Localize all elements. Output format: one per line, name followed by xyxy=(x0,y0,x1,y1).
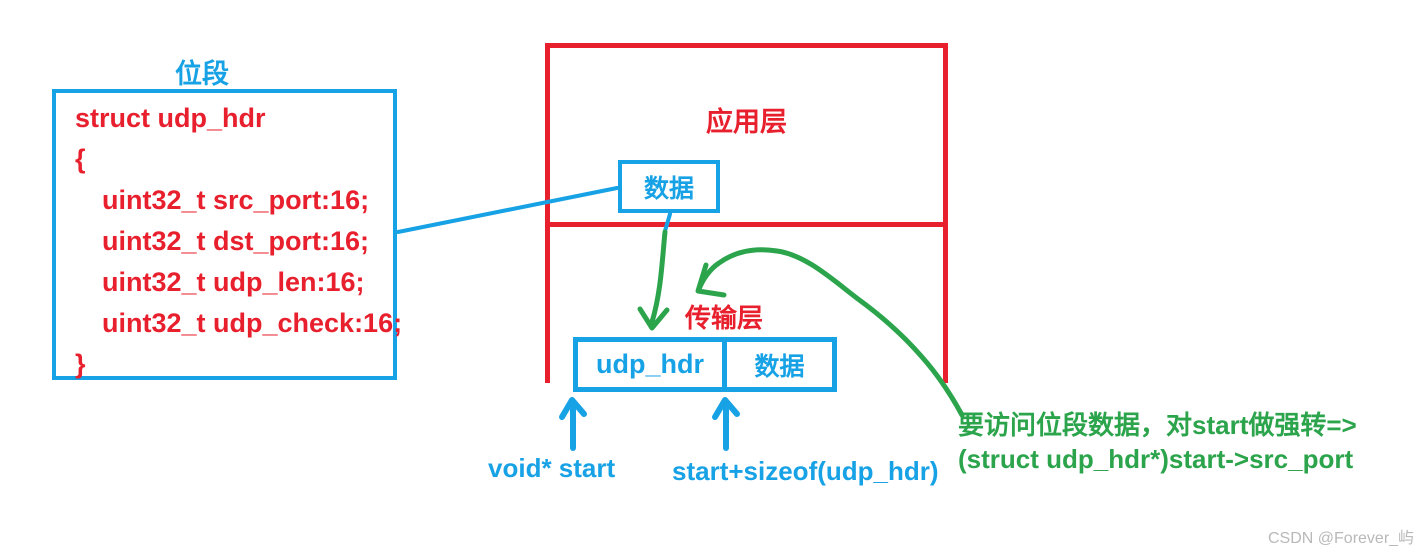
code-line: { xyxy=(75,144,86,174)
offset-pointer-arrow xyxy=(712,397,740,451)
transport-layer-left-border xyxy=(545,227,550,383)
cast-note-line1: 要访问位段数据，对start做强转=> xyxy=(958,410,1357,440)
code-line: uint32_t udp_check:16; xyxy=(102,308,403,338)
application-layer-box: 应用层 xyxy=(545,43,948,227)
code-line: } xyxy=(75,349,86,379)
cast-note-line2: (struct udp_hdr*)start->src_port xyxy=(958,444,1354,474)
transport-layer-right-border xyxy=(943,227,948,383)
code-line: uint32_t src_port:16; xyxy=(102,185,370,215)
code-line: uint32_t udp_len:16; xyxy=(102,267,365,297)
start-offset-label: start+sizeof(udp_hdr) xyxy=(672,456,939,486)
start-pointer-arrow xyxy=(559,397,587,451)
code-line: struct udp_hdr xyxy=(75,103,266,133)
udp-packet-box: udp_hdr 数据 xyxy=(573,337,837,392)
struct-definition-box: struct udp_hdr { uint32_t src_port:16; u… xyxy=(52,89,403,380)
watermark-text: CSDN @Forever_屿 xyxy=(1268,530,1415,547)
udp-data-cell: 数据 xyxy=(754,352,805,381)
application-layer-label: 应用层 xyxy=(706,107,787,137)
udp-header-cell: udp_hdr xyxy=(578,342,727,387)
void-start-pointer-label: void* start xyxy=(488,453,616,483)
transport-layer-label: 传输层 xyxy=(685,303,764,333)
code-line: uint32_t dst_port:16; xyxy=(102,226,370,256)
application-data-box: 数据 xyxy=(618,160,720,213)
bitfield-title: 位段 xyxy=(175,59,229,89)
data-to-udp-arrow xyxy=(637,229,670,331)
